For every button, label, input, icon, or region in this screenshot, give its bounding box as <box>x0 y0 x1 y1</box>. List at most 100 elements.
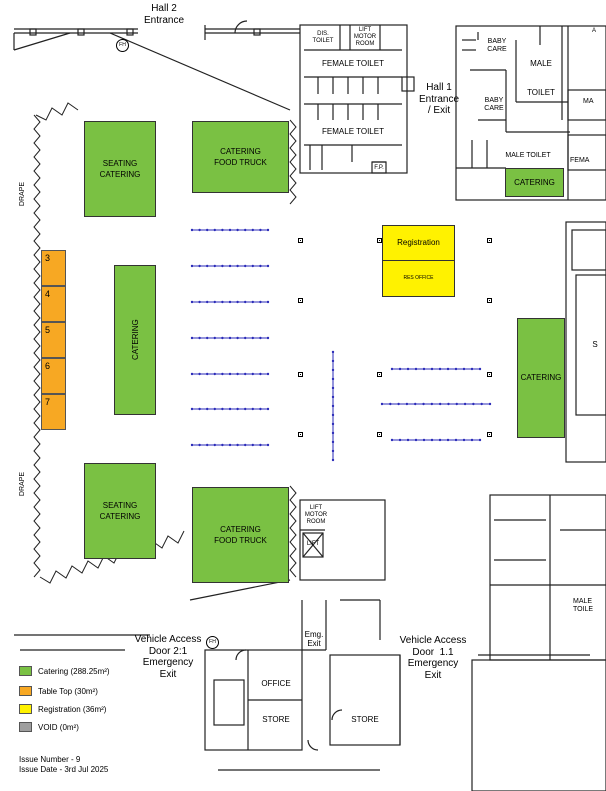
room-dis-toilet: DIS. TOILET <box>312 31 334 44</box>
stanchion-post <box>244 372 247 376</box>
stanchion-post <box>462 438 466 442</box>
issue-number: Issue Number - 9 <box>19 755 81 764</box>
stanchion-post <box>259 407 262 411</box>
emergency-exit-label: Emg. Exit <box>304 630 324 649</box>
stanchion-post <box>221 372 224 376</box>
ticket-point <box>487 372 492 377</box>
stanchion-post <box>244 443 247 447</box>
stanchion-post <box>266 264 270 268</box>
legend-swatch-table-top <box>19 686 32 696</box>
stanchion-post <box>398 367 402 371</box>
stanchion-post <box>331 368 335 372</box>
stanchion-post <box>251 264 254 268</box>
stanchion-post <box>198 300 201 304</box>
table-top-4[interactable]: 4 <box>41 286 66 322</box>
room-baby-care-2: BABY CARE <box>484 97 504 113</box>
stanchion-post <box>331 359 335 363</box>
zone-catering-top-right[interactable]: CATERING <box>505 168 564 197</box>
stanchion-post <box>414 438 418 442</box>
stanchion-post <box>266 407 270 411</box>
stanchion-post <box>438 402 442 406</box>
zone-seating-catering-bottom[interactable]: SEATING CATERING <box>84 463 156 559</box>
zone-catering-food-truck-bottom[interactable]: CATERING FOOD TRUCK <box>192 487 289 583</box>
stanchion-post <box>206 407 209 411</box>
stanchion-post <box>259 372 262 376</box>
stanchion-post <box>190 407 194 411</box>
stanchion-post <box>422 367 426 371</box>
stanchion-post <box>190 336 194 340</box>
zone-catering-food-truck-top[interactable]: CATERING FOOD TRUCK <box>192 121 289 193</box>
zone-catering-center-label: CATERING <box>130 319 140 361</box>
stanchion-post <box>390 367 394 371</box>
legend-swatch-catering <box>19 666 32 676</box>
stanchion-post <box>414 367 418 371</box>
zone-catering-right[interactable]: CATERING <box>517 318 565 438</box>
legend-label-catering: Catering (288.25m²) <box>38 666 110 676</box>
room-male-toilet-cut: MALE TOILE <box>573 598 594 614</box>
stanchion-post <box>228 372 232 376</box>
stanchion-post <box>213 336 216 340</box>
zone-catering-center[interactable]: CATERING <box>114 265 156 415</box>
stanchion-post <box>259 264 262 268</box>
stanchion-post <box>213 407 216 411</box>
table-top-3[interactable]: 3 <box>41 250 66 286</box>
stanchion-post <box>430 402 434 406</box>
stanchion-post <box>221 228 224 232</box>
zone-res-office[interactable]: RES OFFICE <box>382 260 455 297</box>
legend-label-void: VOID (0m²) <box>38 722 79 732</box>
fire-point-marker: F.P. <box>374 165 384 171</box>
stanchion-post <box>228 407 232 411</box>
stanchion-post <box>331 449 335 453</box>
stanchion-post <box>251 336 254 340</box>
stanchion-post <box>438 367 442 371</box>
drape-wall-right-top <box>289 119 297 205</box>
room-s-cut: S <box>592 340 598 349</box>
ticket-point <box>298 238 303 243</box>
stanchion-post <box>331 431 335 435</box>
stanchion-post <box>331 377 335 381</box>
legend-item-table-top: Table Top (30m²) <box>19 686 98 696</box>
stanchion-post <box>228 300 232 304</box>
stanchion-post <box>221 443 224 447</box>
stanchion-post <box>236 336 239 340</box>
stanchion-post <box>447 402 450 406</box>
stanchion-post <box>206 264 209 268</box>
stanchion-post <box>213 443 216 447</box>
stanchion-post <box>190 300 194 304</box>
zone-seating-catering-top[interactable]: SEATING CATERING <box>84 121 156 217</box>
zone-registration[interactable]: Registration <box>382 225 455 261</box>
ticket-point <box>298 432 303 437</box>
room-lift: LIFT <box>306 541 320 547</box>
stanchion-post <box>198 228 201 232</box>
legend-item-registration: Registration (36m²) <box>19 704 106 714</box>
stanchion-post <box>206 372 209 376</box>
legend-swatch-registration <box>19 704 32 714</box>
stanchion-post <box>213 228 216 232</box>
stanchion-post <box>213 372 216 376</box>
fire-hose-marker: FH <box>116 39 129 52</box>
stanchion-post <box>213 264 216 268</box>
stanchion-post <box>472 402 475 406</box>
stanchion-post <box>251 443 254 447</box>
stanchion-post <box>389 402 392 406</box>
room-store-1: STORE <box>262 715 290 724</box>
ticket-point <box>298 372 303 377</box>
table-top-5[interactable]: 5 <box>41 322 66 358</box>
legend-label-table-top: Table Top (30m²) <box>38 686 98 696</box>
room-baby-care-1: BABY CARE <box>487 38 507 54</box>
ticket-point <box>487 298 492 303</box>
stanchion-post <box>221 300 224 304</box>
stanchion-post <box>266 336 270 340</box>
stanchion-post <box>259 228 262 232</box>
stanchion-post <box>430 367 434 371</box>
table-top-7[interactable]: 7 <box>41 394 66 430</box>
stanchion-post <box>398 438 402 442</box>
table-top-6[interactable]: 6 <box>41 358 66 394</box>
stanchion-post <box>198 443 201 447</box>
issue-date: Issue Date - 3rd Jul 2025 <box>19 765 109 774</box>
stanchion-post <box>236 443 239 447</box>
stanchion-post <box>422 402 425 406</box>
stanchion-post <box>251 300 254 304</box>
stanchion-post <box>259 443 262 447</box>
stanchion-post <box>236 407 239 411</box>
